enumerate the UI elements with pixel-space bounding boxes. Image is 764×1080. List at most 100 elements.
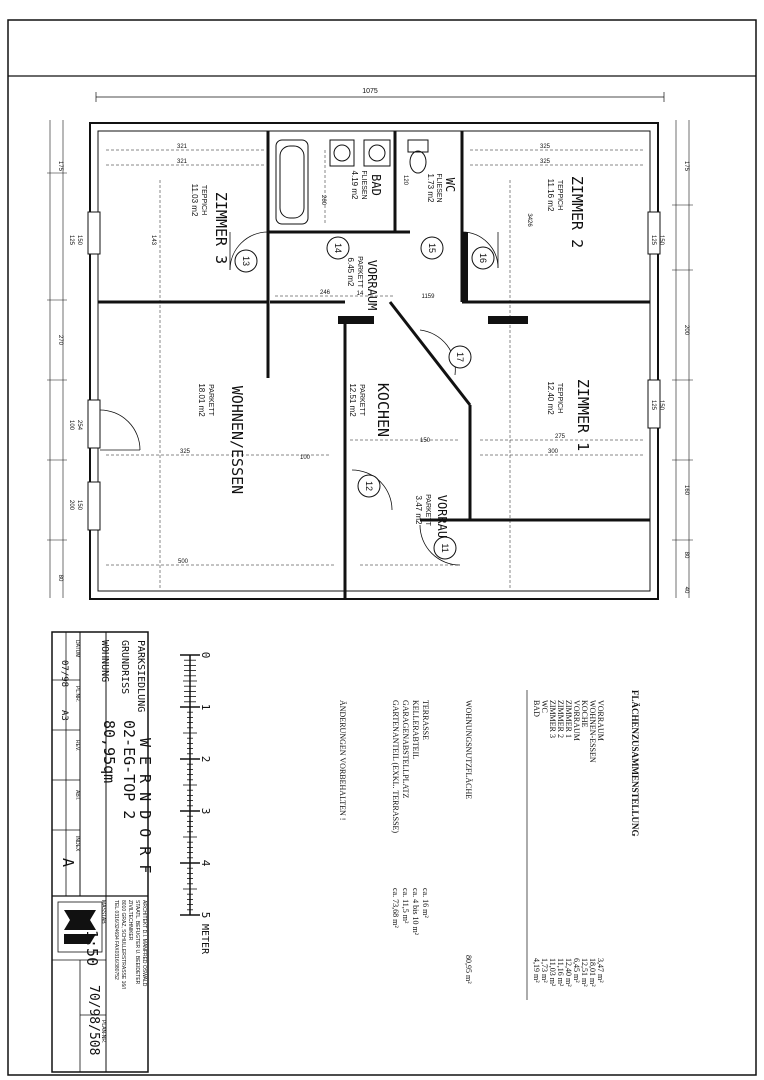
area-row-0-name: VORRAUM: [596, 700, 605, 741]
area-row-5-value: 11,16 m²: [556, 958, 565, 987]
room-marker-17-text: 17: [455, 352, 465, 362]
dim-143: 143: [150, 235, 156, 246]
dim-right-125b: 125: [650, 400, 656, 411]
extra-1-name: KELLERABTEIL: [411, 700, 420, 759]
title-block-texts: PARKSIEDLUNG W E R N D O R F GRUNDRISS 0…: [57, 640, 154, 1055]
room-name: VORRAUM: [365, 260, 379, 311]
extra-1-value: ca. 4 bis 10 m²: [411, 888, 420, 936]
room-name: ZIMMER 3: [212, 192, 230, 264]
room-floor: PARKETT: [424, 494, 431, 526]
wall-hatching: [338, 232, 528, 324]
tb-index: A: [59, 858, 77, 867]
scale-tick-1: 1: [199, 704, 212, 711]
extra-0-value: ca. 16 m²: [421, 888, 430, 918]
dim-left-254: 254: [76, 420, 82, 431]
room-marker-15-text: 15: [427, 243, 437, 253]
room-name: KOCHEN: [374, 383, 392, 437]
dim-right-150: 150: [658, 235, 664, 246]
room-floor: PARKETT: [358, 384, 365, 416]
area-row-0-value: 3,47 m²: [596, 958, 605, 983]
area-row-5-name: ZIMMER 2: [556, 700, 565, 738]
room-name: VORRAUM: [435, 495, 449, 546]
room-floor: TEPPICH: [200, 185, 207, 215]
room-floor: PARKETT: [207, 384, 214, 416]
dim-321-b: 321: [177, 159, 188, 165]
room-area: 11.03 m2: [190, 184, 199, 217]
extra-2-name: GARAGENABSTELLPLATZ: [401, 700, 410, 798]
tb-format-label: PL.NR.: [74, 686, 80, 702]
room-marker-12-text: 12: [364, 481, 374, 491]
room-name: BAD: [369, 174, 383, 196]
dim-right-80: 80: [683, 552, 689, 559]
room-area: 12.40 m2: [546, 381, 555, 415]
room-number-markers: 13 14 15 16 17 12 11: [234, 236, 495, 560]
tb-planno: 70/98/508: [86, 985, 101, 1055]
room-wohnen-essen: WOHNEN/ESSEN PARKETT 18.01 m2: [197, 383, 246, 494]
windows: [87, 211, 661, 531]
area-row-3-name: VORRAUM: [572, 700, 581, 741]
dim-325-c: 325: [180, 449, 191, 455]
scale-tick-3: 3: [199, 808, 212, 815]
outer-walls: [89, 122, 659, 600]
right-dimension-chain: [672, 120, 693, 598]
tb-scale-label: MASSTAB: [100, 900, 106, 924]
tb-plan-type: GRUNDRISS: [119, 640, 130, 694]
dim-left-270: 270: [57, 335, 63, 346]
dim-left-80: 80: [57, 575, 63, 582]
scale-bar-ticks: [180, 654, 200, 916]
area-row-6-value: 11,03 m²: [548, 958, 557, 987]
extra-0-name: TERRASSE: [421, 700, 430, 740]
extra-2-value: ca. 11,5 m²: [401, 888, 410, 924]
overall-dimension: 1075: [95, 88, 665, 102]
dim-right-40: 40: [683, 587, 689, 594]
interior-dim-lines: [106, 149, 645, 590]
extra-3-name: GARTENANTEIL (EXKL. TERRASSE): [391, 700, 400, 833]
room-area: 4.19 m2: [350, 171, 359, 200]
door-swings: [99, 231, 499, 566]
area-row-2-value: 12,51 m²: [580, 958, 589, 987]
room-marker-13-text: 13: [241, 256, 251, 266]
dim-275: 275: [555, 434, 566, 440]
area-summary: FLÄCHENZUSAMMENSTELLUNG VORRAUM 3,47 m² …: [338, 690, 640, 1000]
dim-150: 150: [420, 438, 431, 444]
room-wc: WC FLIESEN 1.73 m2: [426, 173, 457, 203]
dim-500: 500: [178, 559, 189, 565]
dim-z2-3426: 3426: [526, 213, 532, 227]
dim-right-125: 125: [650, 235, 656, 246]
washbasin: [329, 139, 391, 167]
tb-architect-1: ARCHITEKT D.I. MANFRED OSWALD: [141, 900, 147, 987]
room-name: WC: [443, 178, 457, 192]
room-name: ZIMMER 1: [574, 379, 592, 451]
dim-321-a: 321: [177, 144, 188, 150]
room-marker-16: 16: [471, 246, 495, 270]
area-total-label: WOHNUNGSNUTZFLÄCHE: [464, 700, 473, 799]
dim-1159: 1159: [422, 294, 436, 300]
area-total-value: 80,95 m²: [464, 955, 473, 984]
dim-right-200: 200: [683, 325, 689, 336]
room-zimmer3: ZIMMER 3 TEPPICH 11.03 m2: [190, 184, 230, 265]
tb-date-label: DATUM: [74, 640, 80, 657]
room-marker-15: 15: [420, 236, 444, 260]
room-area: 11.16 m2: [546, 179, 555, 212]
room-marker-12: 12: [357, 474, 381, 498]
area-row-8-value: 4,19 m²: [532, 958, 541, 983]
tb-unit-area: 80,95qm: [100, 720, 118, 783]
tb-index-label: INDEX: [74, 836, 80, 852]
dim-right-175: 175: [683, 161, 689, 172]
tb-architect-2: STAATL. BEFUGTER U. BEEIDETER: [134, 900, 140, 985]
tb-architect-3: ZIVILTECHNIKER: [127, 900, 133, 941]
tb-architect-5: TEL.0316/324694 FAX0316/380752: [113, 900, 119, 980]
architect-logo-icon: [57, 901, 103, 953]
area-row-1-name: WOHNEN-ESSEN: [588, 700, 597, 763]
room-area: 1.73 m2: [426, 174, 435, 203]
room-area: 6.45 m2: [346, 258, 355, 287]
scale-bar: 0 1 2 3 4 5 METER: [180, 652, 212, 955]
scale-tick-2: 2: [199, 756, 212, 763]
dim-left-150: 150: [76, 235, 82, 246]
dimension-texts: 321 321 325 325 246 1159 325 275 300 500…: [57, 144, 689, 594]
tb-format: A3: [59, 710, 69, 721]
room-name: ZIMMER 2: [568, 176, 586, 248]
room-floor: TEPPICH: [556, 180, 563, 210]
interior-walls: [98, 131, 650, 600]
room-area: 12.51 m2: [348, 383, 357, 417]
